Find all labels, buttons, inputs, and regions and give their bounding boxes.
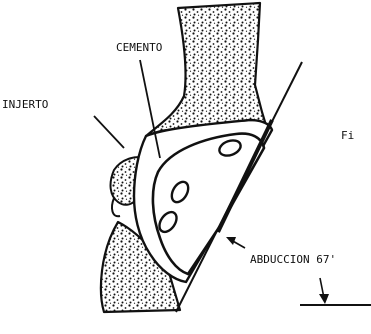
cement-label: CEMENTO xyxy=(116,41,162,54)
abduction-arrowhead xyxy=(226,237,236,245)
graft-leader-line xyxy=(94,116,124,148)
abduction-label: ABDUCCION 67' xyxy=(250,253,336,266)
reference-arrowhead xyxy=(319,294,329,304)
upper-bone-region xyxy=(146,3,265,136)
graft-label: INJERTO xyxy=(2,98,48,111)
figure-label-fragment: Fi xyxy=(341,129,354,142)
